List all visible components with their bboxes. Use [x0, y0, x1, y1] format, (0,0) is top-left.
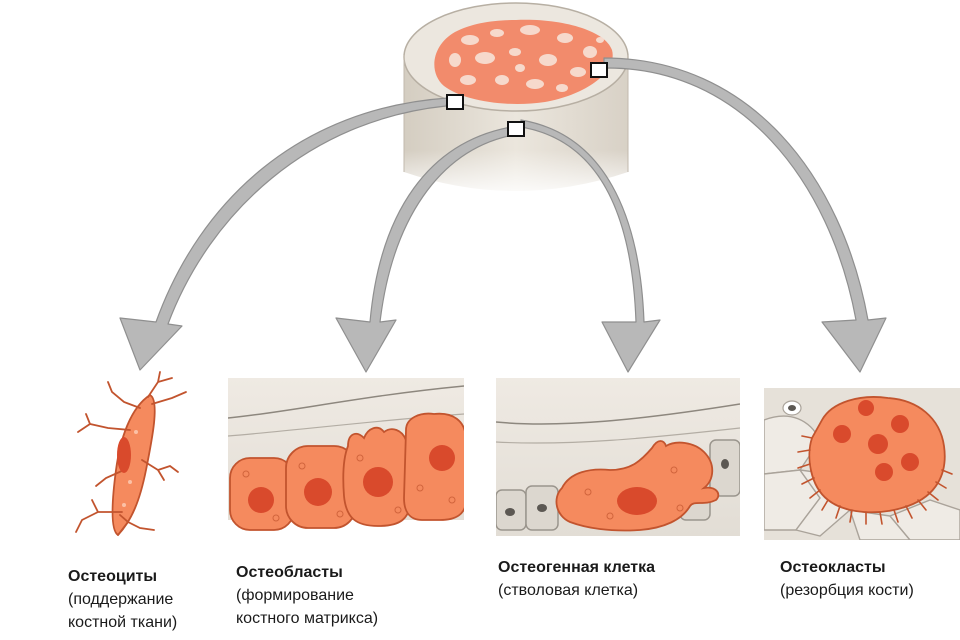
caption-osteogenic-title: Остеогенная клетка [498, 559, 656, 576]
caption-osteocytes-line-1: (поддержание [68, 591, 174, 608]
caption-osteoblasts-line-1: (формирование [236, 587, 354, 604]
osteogenic-panel [496, 378, 740, 536]
caption-osteoblasts: Остеобласты (формирование костного матри… [236, 561, 378, 630]
spongy-bone-pores [449, 25, 604, 92]
caption-osteoblasts-title: Остеобласты [236, 564, 343, 581]
sample-square-osteoclasts [590, 62, 608, 78]
caption-osteocytes-line-2: костной ткани) [68, 614, 178, 631]
caption-osteoclasts-line-1: (резорбция кости) [780, 582, 914, 599]
caption-osteoblasts-line-2: костного матрикса) [236, 610, 379, 627]
osteoblast-nuclei [248, 445, 455, 513]
sample-square-osteocytes [446, 94, 464, 110]
caption-osteocytes: Остеоциты (поддержание костной ткани) [68, 565, 177, 634]
osteogenic-cell [555, 440, 720, 532]
osteogenic-nucleus [617, 487, 657, 515]
osteoclast-panel [764, 388, 960, 540]
osteoclast-nuclei [833, 400, 919, 481]
arrow-to-osteoclasts [603, 57, 887, 373]
sample-markers [446, 62, 608, 137]
arrows [119, 57, 887, 373]
caption-osteogenic-line-1: (стволовая клетка) [498, 582, 639, 599]
osteoblasts-panel [228, 378, 464, 538]
sample-square-osteogenic [507, 121, 525, 137]
caption-osteoclasts-title: Остеокласты [780, 559, 886, 576]
caption-osteoclasts: Остеокласты (резорбция кости) [780, 556, 914, 602]
arrow-to-osteogenic-cell [520, 119, 661, 373]
osteoclast-cell [797, 396, 953, 525]
arrow-to-osteocytes [119, 97, 449, 371]
osteocyte-nucleus [117, 437, 131, 473]
caption-osteogenic-cell: Остеогенная клетка (стволовая клетка) [498, 556, 655, 602]
osteocyte-cell [75, 371, 187, 537]
arrow-to-osteoblasts [335, 126, 514, 373]
caption-osteocytes-title: Остеоциты [68, 568, 158, 585]
